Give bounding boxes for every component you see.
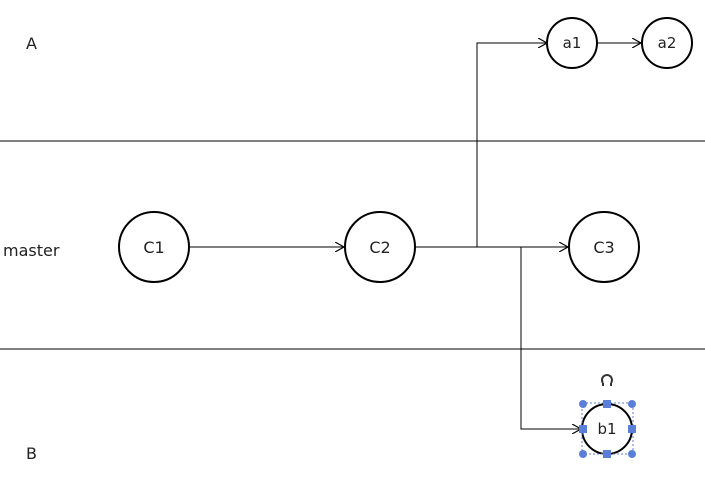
node-c1-label: C1 — [143, 238, 164, 257]
node-a2[interactable]: a2 — [641, 17, 693, 69]
node-c1[interactable]: C1 — [118, 211, 190, 283]
node-c2-label: C2 — [369, 238, 390, 257]
resize-handle-top-right[interactable] — [628, 400, 636, 408]
node-b1-label: b1 — [597, 420, 616, 438]
resize-handle-bottom[interactable] — [603, 450, 611, 458]
resize-handle-top[interactable] — [603, 400, 611, 408]
lane-label-a: A — [26, 34, 37, 53]
resize-handle-top-left[interactable] — [579, 400, 587, 408]
node-a2-label: a2 — [658, 34, 677, 52]
node-c3[interactable]: C3 — [568, 211, 640, 283]
node-a1-label: a1 — [563, 34, 582, 52]
node-c2[interactable]: C2 — [344, 211, 416, 283]
lane-label-b: B — [26, 444, 37, 463]
connector-c2-a1 — [476, 43, 547, 247]
rotate-icon[interactable] — [601, 374, 613, 386]
selection-overlay — [579, 374, 636, 458]
node-b1[interactable]: b1 — [581, 403, 633, 455]
lane-label-master: master — [3, 241, 60, 260]
resize-handle-right[interactable] — [628, 425, 636, 433]
resize-handle-bottom-left[interactable] — [579, 450, 587, 458]
resize-handle-bottom-right[interactable] — [628, 450, 636, 458]
node-a1[interactable]: a1 — [546, 17, 598, 69]
node-c3-label: C3 — [593, 238, 614, 257]
resize-handle-left[interactable] — [579, 425, 587, 433]
connector-c2-b1 — [520, 247, 581, 429]
